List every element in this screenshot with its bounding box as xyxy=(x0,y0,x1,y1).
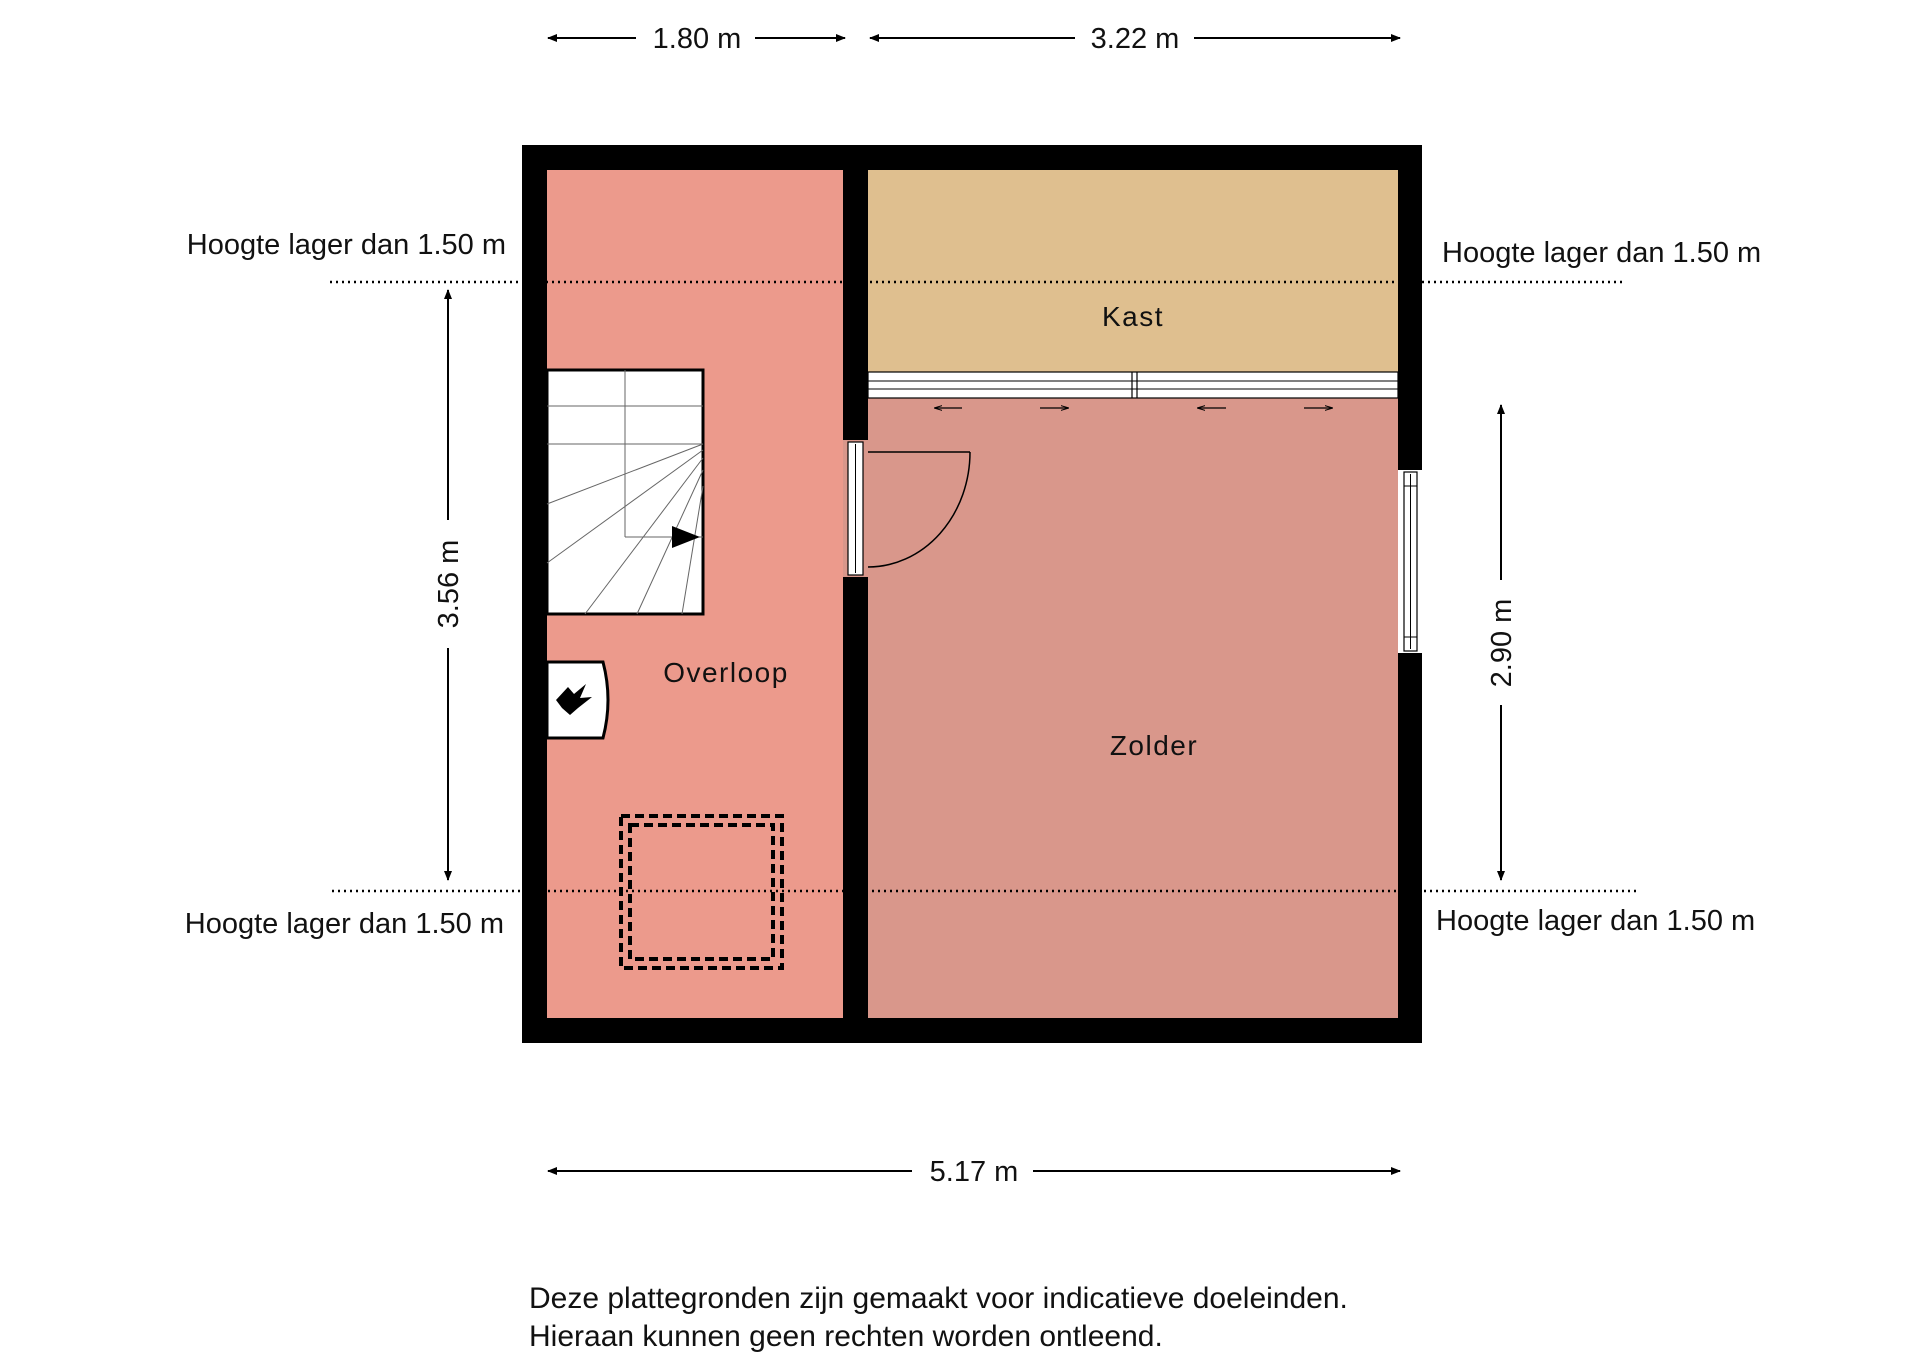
dimension-top-right: 3.22 m xyxy=(1091,23,1180,55)
window-icon xyxy=(1403,471,1418,652)
disclaimer-line-1: Deze plattegronden zijn gemaakt voor ind… xyxy=(529,1282,1348,1315)
height-note-bottom-left: Hoogte lager dan 1.50 m xyxy=(185,908,504,940)
room-label-kast: Kast xyxy=(1102,301,1164,332)
height-note-bottom-right: Hoogte lager dan 1.50 m xyxy=(1436,905,1755,937)
disclaimer-line-2: Hieraan kunnen geen rechten worden ontle… xyxy=(529,1320,1163,1353)
room-zolder xyxy=(868,398,1398,1018)
dimension-bottom-total: 5.17 m xyxy=(930,1156,1019,1188)
interior-wall xyxy=(843,170,868,1018)
room-kast xyxy=(868,170,1398,372)
sliding-door-icon xyxy=(867,371,1406,408)
height-note-top-left: Hoogte lager dan 1.50 m xyxy=(187,229,506,261)
dimension-left-height: 3.56 m xyxy=(433,540,465,629)
dimension-right-height: 2.90 m xyxy=(1486,599,1518,688)
room-label-zolder: Zolder xyxy=(1110,730,1198,761)
staircase-icon xyxy=(545,368,705,616)
boiler-icon xyxy=(545,660,610,740)
dimension-top-left: 1.80 m xyxy=(653,23,742,55)
height-note-top-right: Hoogte lager dan 1.50 m xyxy=(1442,237,1761,269)
room-label-overloop: Overloop xyxy=(663,657,789,688)
door-swing-icon xyxy=(847,441,971,576)
